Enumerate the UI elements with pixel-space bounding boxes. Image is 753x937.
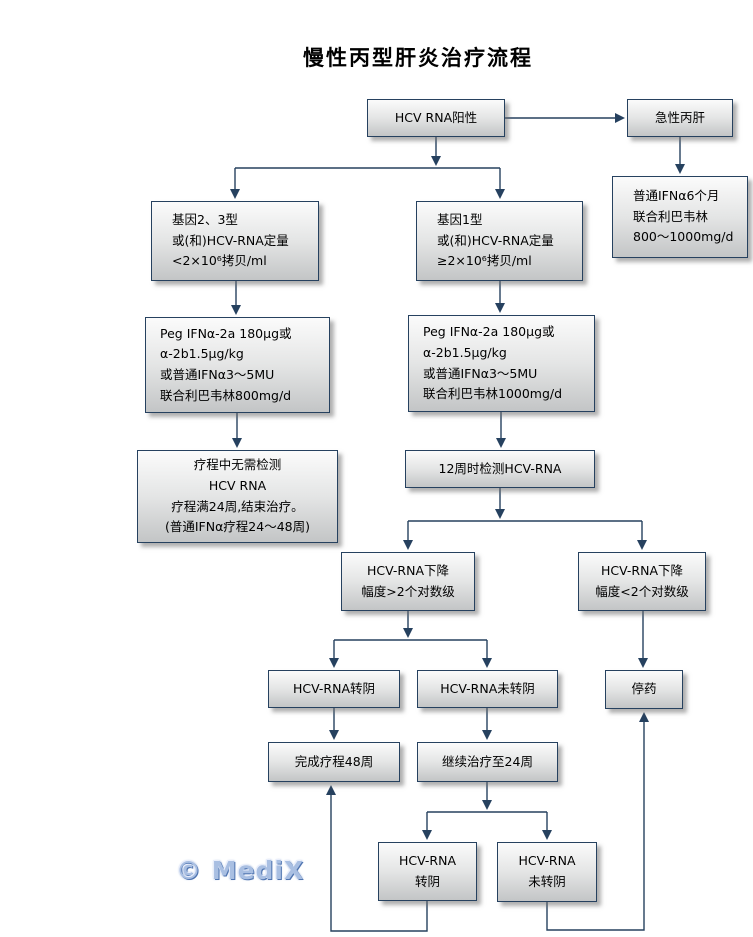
node-line: α-2b1.5μg/kg (423, 344, 507, 360)
node-rna-not-negative: HCV-RNA未转阴 (417, 670, 558, 708)
node-line: 基因1型 (437, 212, 483, 228)
node-line: 未转阴 (528, 874, 566, 889)
node-peg-800: Peg IFNα-2a 180μg或 α-2b1.5μg/kg 或普通IFNα3… (145, 317, 330, 413)
node-line: (普通IFNα疗程24～48周) (164, 519, 311, 535)
node-line: Peg IFNα-2a 180μg或 (160, 325, 292, 341)
node-line: HCV-RNA下降 (600, 562, 684, 578)
node-continue-24w: 继续治疗至24周 (417, 742, 558, 782)
node-line: 普通IFNα6个月 (633, 188, 720, 204)
node-line: Peg IFNα-2a 180μg或 (423, 324, 555, 340)
node-line: 或普通IFNα3～5MU (160, 367, 275, 382)
node-line: HCV-RNA (398, 852, 457, 868)
node-line: 800～1000mg/d (633, 229, 734, 245)
node-no-test-needed: 疗程中无需检测 HCV RNA 疗程满24周,结束治疗。 (普通IFNα疗程24… (137, 450, 338, 543)
node-line: 疗程中无需检测 (193, 457, 282, 473)
node-line: <2×10⁶拷贝/ml (172, 253, 267, 269)
node-label: HCV-RNA未转阴 (440, 680, 535, 696)
node-line: 基因2、3型 (172, 212, 238, 228)
node-line: 联合利巴韦林 (633, 208, 709, 224)
node-line: 联合利巴韦林1000mg/d (423, 386, 563, 402)
node-stop-drug: 停药 (605, 670, 683, 709)
node-line: 幅度>2个对数级 (361, 583, 455, 599)
node-line: HCV-RNA下降 (366, 562, 450, 578)
node-line: 疗程满24周,结束治疗。 (171, 498, 304, 514)
node-line: 幅度<2个对数级 (595, 583, 689, 599)
node-acute-hepatitis: 急性丙肝 (627, 99, 733, 137)
page-title: 慢性丙型肝炎治疗流程 (303, 46, 533, 70)
node-peg-1000: Peg IFNα-2a 180μg或 α-2b1.5μg/kg 或普通IFNα3… (408, 315, 595, 412)
node-hcv-rna-positive: HCV RNA阳性 (367, 99, 505, 137)
node-line: ≥2×10⁶拷贝/ml (437, 253, 532, 269)
node-label: 急性丙肝 (654, 109, 705, 125)
node-line: α-2b1.5μg/kg (160, 346, 244, 362)
node-line: 或(和)HCV-RNA定量 (437, 232, 554, 248)
node-acute-treatment: 普通IFNα6个月 联合利巴韦林 800～1000mg/d (612, 176, 748, 258)
node-line: HCV-RNA (518, 853, 576, 869)
node-genotype-2-3: 基因2、3型 或(和)HCV-RNA定量 <2×10⁶拷贝/ml (151, 201, 319, 281)
medix-watermark: © MediX (176, 856, 305, 885)
node-line: 或普通IFNα3～5MU (423, 365, 538, 381)
node-line: 联合利巴韦林800mg/d (160, 387, 292, 403)
node-label: 继续治疗至24周 (442, 753, 533, 769)
node-label: 完成疗程48周 (294, 753, 374, 769)
node-label: HCV RNA阳性 (394, 109, 478, 125)
node-line: 转阴 (414, 873, 440, 889)
node-line: 或(和)HCV-RNA定量 (172, 232, 289, 248)
node-test-12w: 12周时检测HCV-RNA (405, 450, 595, 488)
node-complete-48w: 完成疗程48周 (268, 742, 400, 782)
node-rna-negative-2: HCV-RNA 转阴 (378, 842, 477, 901)
node-label: HCV-RNA转阴 (292, 680, 376, 696)
node-genotype-1: 基因1型 或(和)HCV-RNA定量 ≥2×10⁶拷贝/ml (416, 201, 583, 281)
node-label: 12周时检测HCV-RNA (438, 460, 562, 476)
node-label: 停药 (631, 681, 657, 697)
node-drop-lt2: HCV-RNA下降 幅度<2个对数级 (578, 552, 706, 611)
node-drop-gt2: HCV-RNA下降 幅度>2个对数级 (341, 552, 475, 611)
node-rna-negative: HCV-RNA转阴 (268, 670, 400, 708)
node-line: HCV RNA (208, 477, 267, 493)
node-rna-not-negative-2: HCV-RNA 未转阴 (497, 842, 597, 902)
